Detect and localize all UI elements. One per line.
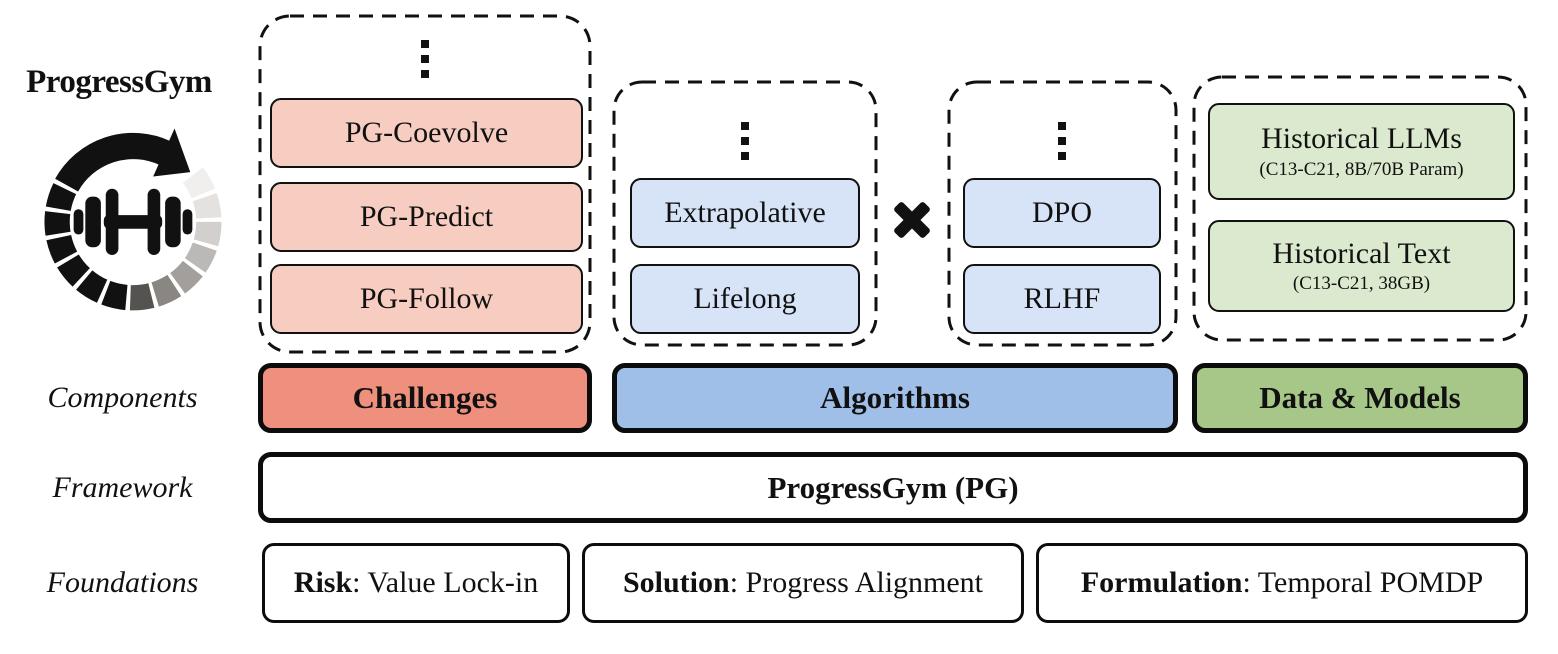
row-label-components: Components [47,381,198,414]
foundation-risk: Risk: Value Lock-in [262,543,570,623]
foundation-formulation: Formulation: Temporal POMDP [1036,543,1528,623]
vertical-ellipsis-icon [741,122,749,160]
vertical-ellipsis-icon [1058,122,1066,160]
foundation-term: Risk [293,566,353,599]
foundation-term: Solution [622,566,730,599]
pill-label: Lifelong [693,282,797,316]
foundation-solution: Solution: Progress Alignment [582,543,1024,623]
algorithm-families-group: Extrapolative Lifelong [612,80,878,347]
challenge-pg-follow: PG-Follow [270,264,583,334]
dashed-border [612,80,878,347]
component-bar-data-models: Data & Models [1192,363,1528,433]
algorithm-rlhf: RLHF [963,264,1161,334]
algorithm-extrapolative: Extrapolative [630,178,860,248]
pill-sublabel: (C13-C21, 38GB) [1292,273,1431,295]
cross-product-icon [892,200,932,240]
dashed-border [1192,75,1528,342]
progressgym-logo-icon [25,103,241,338]
data-models-group: Historical LLMs (C13-C21, 8B/70B Param) … [1192,75,1528,342]
row-label-framework: Framework [52,470,193,504]
pill-label: Extrapolative [664,196,826,230]
challenges-group: PG-Coevolve PG-Predict PG-Follow [258,14,592,354]
foundation-desc: : Progress Alignment [729,566,984,599]
foundation-desc: : Value Lock-in [352,566,539,599]
pill-label: Historical Text [1272,236,1451,270]
pill-sublabel: (C13-C21, 8B/70B Param) [1259,158,1464,180]
pill-label: DPO [1031,196,1092,230]
pill-label: RLHF [1023,282,1101,316]
challenge-pg-coevolve: PG-Coevolve [270,98,583,168]
algorithm-dpo: DPO [963,178,1161,248]
row-label-foundations: Foundations [46,566,199,599]
framework-bar: ProgressGym (PG) [258,452,1528,523]
pill-label: PG-Coevolve [344,116,509,150]
foundation-term: Formulation [1080,566,1243,599]
historical-llms-box: Historical LLMs (C13-C21, 8B/70B Param) [1208,103,1515,200]
challenge-pg-predict: PG-Predict [270,182,583,252]
historical-text-box: Historical Text (C13-C21, 38GB) [1208,220,1515,312]
page-title: ProgressGym [26,64,212,100]
foundation-desc: : Temporal POMDP [1242,566,1484,599]
component-bar-algorithms: Algorithms [612,363,1178,433]
pill-label: Historical LLMs [1261,122,1462,156]
algorithm-optimizers-group: DPO RLHF [947,80,1178,347]
component-bar-challenges: Challenges [258,363,592,433]
pill-label: PG-Predict [359,200,494,234]
pill-label: PG-Follow [359,282,494,316]
algorithm-lifelong: Lifelong [630,264,860,334]
vertical-ellipsis-icon [421,40,429,78]
dashed-border [947,80,1178,347]
